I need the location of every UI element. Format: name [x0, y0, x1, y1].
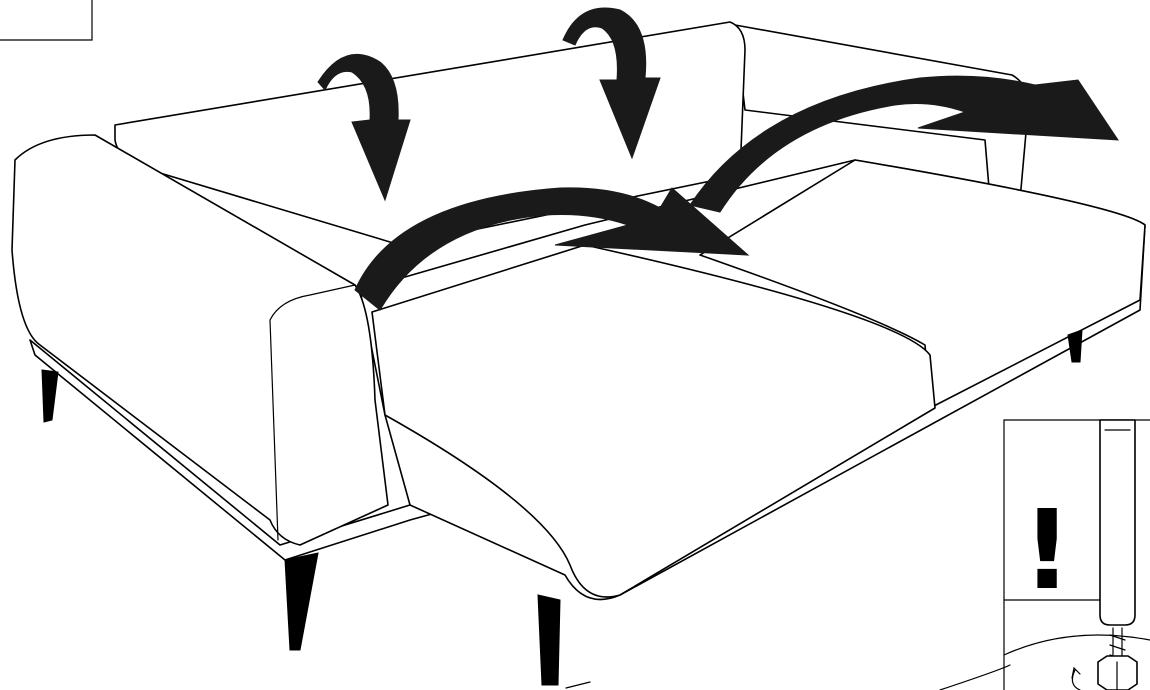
leg-front-left: [42, 370, 58, 422]
corner-box: [0, 0, 92, 40]
rotate-adjust-icon: [1072, 668, 1080, 690]
leg-back-right: [1068, 330, 1082, 362]
leveling-foot-icon: [1098, 420, 1137, 690]
bottom-pointer: [566, 682, 590, 688]
leg-front-mid: [538, 595, 560, 685]
warning-inset: !: [940, 420, 1150, 690]
warning-symbol: !: [1022, 486, 1072, 614]
leg-front-center: [285, 553, 318, 650]
